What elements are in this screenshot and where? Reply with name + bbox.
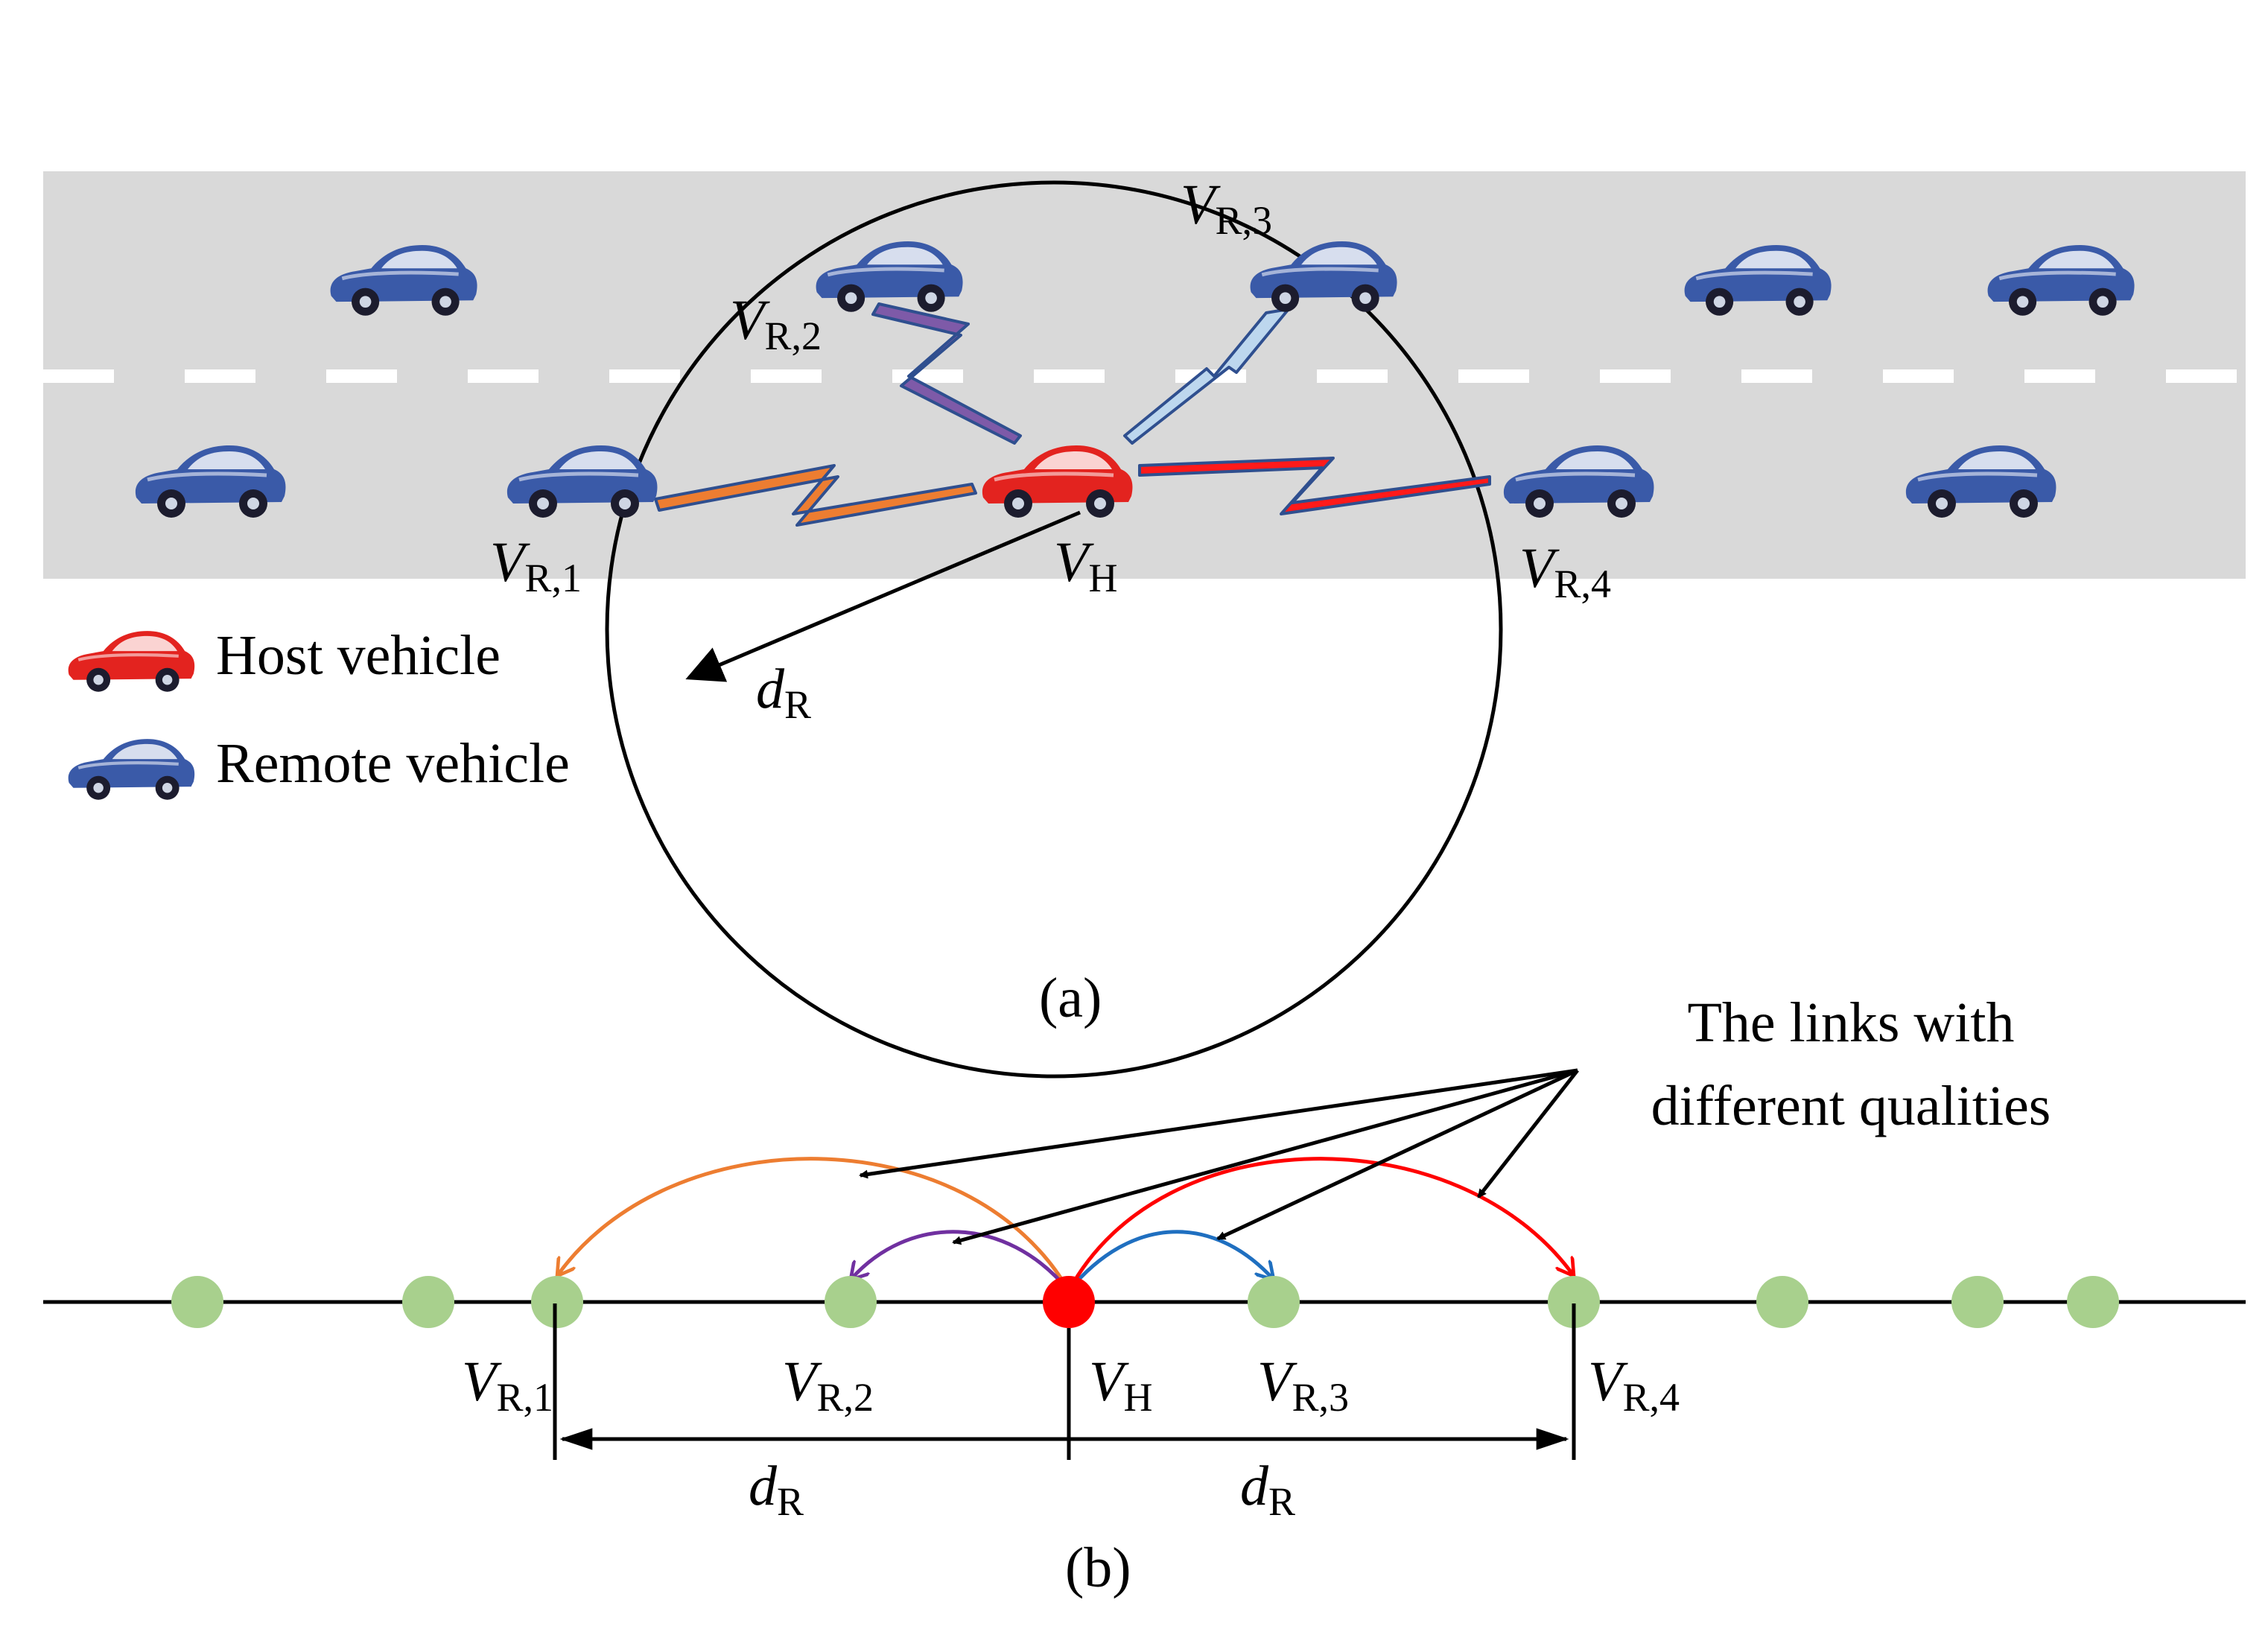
link-arc-r4 <box>1067 1157 1574 1292</box>
car-icon <box>69 631 195 692</box>
vehicle-node <box>825 1276 877 1328</box>
lightning-bolt-icon <box>654 464 977 527</box>
link-arc-r3 <box>1067 1230 1274 1292</box>
panel-a: VR,2 VR,3 VR,1 VH VR,4 dR Host vehicle R… <box>43 171 2246 1079</box>
annotation-line-2: different qualities <box>1651 1075 2051 1137</box>
vehicle-node <box>531 1276 583 1328</box>
caption-b: (b) <box>1065 1537 1131 1599</box>
vehicle-node <box>171 1276 223 1328</box>
legend: Host vehicle Remote vehicle <box>69 624 570 800</box>
annotation-pointer <box>1216 1068 1579 1241</box>
vehicle-node <box>2067 1276 2119 1328</box>
label-vr3-b: VR,3 <box>1257 1350 1349 1420</box>
lightning-bolt-icon <box>1138 457 1491 515</box>
label-vh-b: VH <box>1089 1350 1152 1420</box>
vehicle-node <box>1756 1276 1808 1328</box>
range-arrow <box>685 510 1081 682</box>
vehicle-node <box>1951 1276 2004 1328</box>
label-vr1-b: VR,1 <box>462 1350 553 1420</box>
label-dr-right: dR <box>1240 1455 1295 1524</box>
annotation-pointer <box>952 1068 1578 1245</box>
caption-a: (a) <box>1039 967 1102 1029</box>
label-dr-left: dR <box>749 1455 804 1524</box>
annotation-pointer <box>1477 1069 1579 1198</box>
label-vr4-b: VR,4 <box>1588 1350 1680 1420</box>
annotation-pointer <box>859 1068 1578 1179</box>
label-vh-a: VH <box>1054 531 1117 600</box>
lightning-bolt-icon <box>871 302 1022 445</box>
link-arc-r1 <box>557 1157 1071 1292</box>
label-vr2-b: VR,2 <box>782 1350 874 1420</box>
vehicle-node <box>1248 1276 1300 1328</box>
legend-remote-label: Remote vehicle <box>216 732 570 795</box>
road <box>43 171 2246 579</box>
label-vr3-a: VR,3 <box>1181 174 1272 243</box>
vehicle-node <box>1548 1276 1600 1328</box>
label-dr-a: dR <box>756 658 811 727</box>
panel-b: VR,1 VR,2 VH VR,3 VR,4 dR dR The links w… <box>43 991 2246 1599</box>
label-vr2-a: VR,2 <box>730 289 822 358</box>
vehicle-node <box>402 1276 454 1328</box>
host-node <box>1043 1276 1095 1328</box>
label-vr1-a: VR,1 <box>490 531 582 600</box>
link-arc-r2 <box>851 1230 1070 1292</box>
legend-host-label: Host vehicle <box>216 624 501 687</box>
car-icon <box>69 739 195 800</box>
label-vr4-a: VR,4 <box>1519 537 1611 606</box>
annotation-line-1: The links with <box>1687 991 2014 1054</box>
communication-range-circle <box>605 180 1503 1079</box>
